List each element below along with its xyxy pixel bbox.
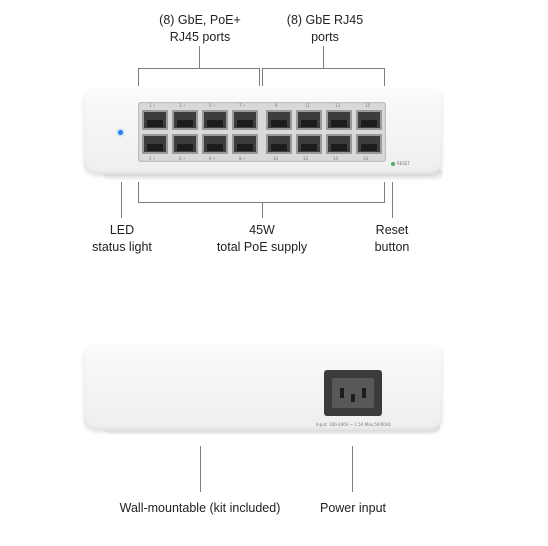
gbe-bracket-left [262,68,263,86]
poe-supply-bracket-left [138,182,139,202]
led-label: LED status light [80,222,164,256]
port-number: 6 ⚡ [209,156,216,161]
rj45-port[interactable] [356,110,382,130]
gbe-ports-label-line1: (8) GbE RJ45 [286,13,364,27]
power-socket-inner [332,378,374,408]
rj45-port[interactable] [296,110,322,130]
gbe-ports-label: (8) GbE RJ45 ports [270,12,380,46]
poe-bracket-stem [199,46,200,68]
wall-mount-pointer [200,446,201,492]
reset-label-line1: Reset [375,223,409,237]
reset-label: RESET [397,161,410,166]
rj45-port[interactable] [232,110,258,130]
port-number: 1 ⚡ [149,103,156,108]
reset-label-line2: button [374,240,410,254]
poe-supply-stem [262,202,263,218]
port-number: 13 [335,103,341,108]
poe-supply-bracket-bar [138,202,385,203]
power-socket[interactable] [324,370,382,416]
rj45-port[interactable] [326,110,352,130]
rj45-port[interactable] [172,110,198,130]
rj45-port[interactable] [326,134,352,154]
port-number: 8 ⚡ [239,156,246,161]
input-rating: Input: 100-240V ~ 1.5A Max,50/60Hz [316,422,391,427]
poe-supply-label-line2: total PoE supply [216,240,308,254]
led-label-line2: status light [92,240,152,254]
led-label-line1: LED [109,223,135,237]
port-number: 10 [273,156,279,161]
rj45-port[interactable] [296,134,322,154]
reset-button[interactable] [391,162,395,166]
gbe-bracket-stem [323,46,324,68]
switch-back-view: Input: 100-240V ~ 1.5A Max,50/60Hz [84,344,442,430]
wall-mount-label: Wall-mountable (kit included) [119,501,281,515]
poe-bracket-left [138,68,139,86]
switch-front-view: 1 ⚡ 3 ⚡ 5 ⚡ 7 ⚡ 9 11 13 15 2 ⚡ 4 ⚡ 6 ⚡ 8… [84,88,442,174]
rj45-port[interactable] [142,134,168,154]
power-input-pointer [352,446,353,492]
rj45-port[interactable] [266,134,292,154]
gbe-bracket-bar [262,68,385,69]
poe-bracket-right [259,68,260,86]
led-pointer [121,182,122,218]
rj45-port[interactable] [232,134,258,154]
port-number: 11 [305,103,311,108]
rj45-port[interactable] [202,134,228,154]
port-number: 14 [333,156,339,161]
rj45-port[interactable] [142,110,168,130]
port-number: 4 ⚡ [179,156,186,161]
port-number: 16 [363,156,369,161]
poe-supply-label: 45W total PoE supply [205,222,319,256]
port-number: 2 ⚡ [149,156,156,161]
poe-supply-label-line1: 45W [249,223,275,237]
rj45-port[interactable] [266,110,292,130]
power-pin [362,388,366,398]
rj45-port[interactable] [356,134,382,154]
rj45-port[interactable] [172,134,198,154]
reset-button-label: Reset button [358,222,426,256]
power-pin [351,394,355,402]
port-number: 7 ⚡ [239,103,246,108]
poe-bracket-bar [138,68,260,69]
poe-ports-label-line1: (8) GbE, PoE+ [159,13,241,27]
reset-pointer [392,182,393,218]
rj45-port[interactable] [202,110,228,130]
port-number: 3 ⚡ [179,103,186,108]
poe-ports-label: (8) GbE, PoE+ RJ45 ports [148,12,252,46]
poe-supply-bracket-right [384,182,385,202]
power-pin [340,388,344,398]
power-input-label: Power input [319,501,386,515]
gbe-bracket-right [384,68,385,86]
port-number: 15 [365,103,371,108]
port-number: 5 ⚡ [209,103,216,108]
gbe-ports-label-line2: ports [311,30,339,44]
poe-ports-label-line2: RJ45 ports [169,30,231,44]
status-led [118,130,123,135]
port-number: 12 [303,156,309,161]
port-number: 9 [275,103,278,108]
port-panel: 1 ⚡ 3 ⚡ 5 ⚡ 7 ⚡ 9 11 13 15 2 ⚡ 4 ⚡ 6 ⚡ 8… [138,102,386,162]
